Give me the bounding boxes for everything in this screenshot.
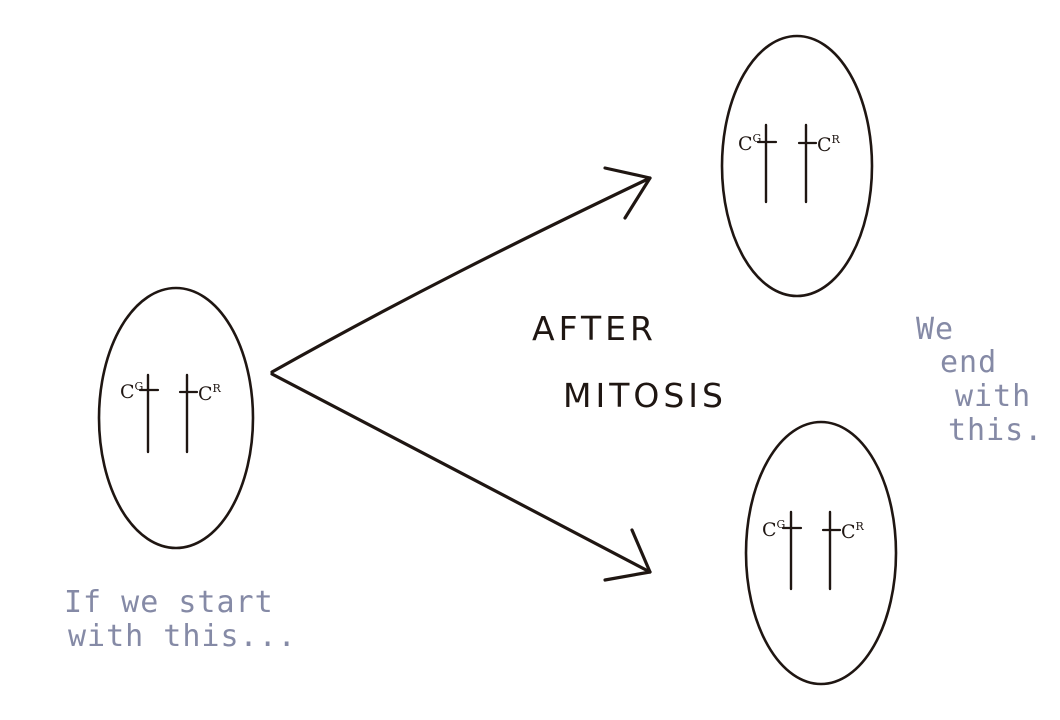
- daughter-cell-bottom: CG CR: [744, 420, 898, 686]
- daughter-cell-top: CG CR: [720, 34, 874, 298]
- end-note-line3: with: [955, 379, 1031, 414]
- chromosome-left: CG: [120, 373, 160, 454]
- arrow-to-bottom-daughter: [270, 372, 652, 582]
- allele-label: CR: [841, 520, 865, 543]
- start-note-line2: with this...: [68, 619, 297, 654]
- process-label-line2: MITOSIS: [563, 376, 727, 415]
- allele-label: CG: [120, 380, 143, 403]
- end-note-line2: end: [940, 345, 997, 380]
- allele-label: CG: [738, 132, 761, 155]
- allele-label: CR: [198, 382, 222, 405]
- parent-cell-membrane: [97, 286, 255, 550]
- allele-label: CR: [817, 133, 841, 156]
- end-note-line4: this.: [948, 413, 1043, 448]
- parent-cell: CG CR: [97, 286, 255, 550]
- start-note-line1: If we start: [64, 585, 274, 620]
- process-label: AFTER MITOSIS: [532, 309, 727, 415]
- chromosome-right: CR: [797, 123, 841, 204]
- end-note-line1: We: [916, 312, 954, 347]
- end-note: We end with this.: [916, 312, 1043, 448]
- daughter-cell-top-membrane: [720, 34, 874, 298]
- chromosome-right: CR: [821, 510, 865, 591]
- chromosome-left: CG: [762, 510, 803, 591]
- chromosome-right: CR: [178, 373, 222, 454]
- process-label-line1: AFTER: [532, 309, 657, 348]
- chromosome-left: CG: [738, 123, 778, 204]
- allele-label: CG: [762, 518, 785, 541]
- daughter-cell-bottom-membrane: [744, 420, 898, 686]
- arrow-to-top-daughter: [270, 166, 652, 374]
- start-note: If we start with this...: [64, 585, 297, 654]
